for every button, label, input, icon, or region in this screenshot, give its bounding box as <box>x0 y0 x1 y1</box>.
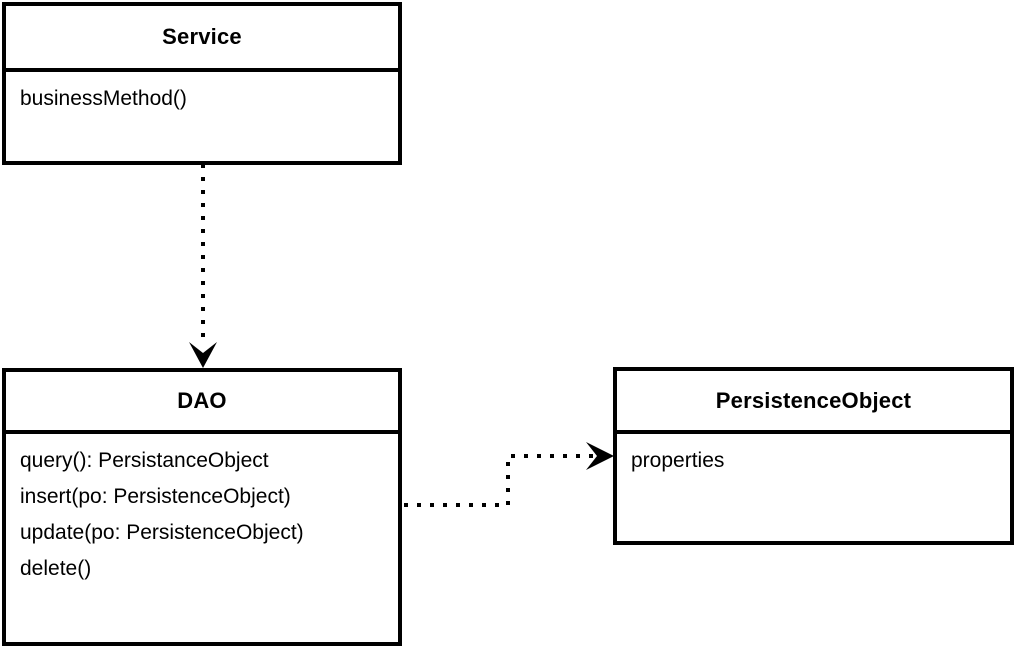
arrowhead-icon <box>586 442 614 470</box>
class-name-persistence-object: PersistenceObject <box>715 387 912 413</box>
class-member: delete() <box>20 557 92 580</box>
class-header-persistence-object: PersistenceObject <box>617 371 1010 434</box>
class-members-persistence-object: properties <box>617 434 1010 541</box>
class-member: update(po: PersistenceObject) <box>20 521 304 544</box>
class-header-service: Service <box>6 6 398 72</box>
class-name-service: Service <box>162 24 242 49</box>
class-member: businessMethod() <box>20 87 187 110</box>
class-box-service[interactable]: Service businessMethod() <box>2 2 402 165</box>
class-box-dao[interactable]: DAO query(): PersistanceObject insert(po… <box>2 368 402 646</box>
class-header-dao: DAO <box>6 372 398 434</box>
class-members-dao: query(): PersistanceObject insert(po: Pe… <box>6 434 398 642</box>
class-name-dao: DAO <box>177 388 227 413</box>
dependency-dashed-line <box>404 454 596 507</box>
class-box-persistence-object[interactable]: PersistenceObject properties <box>613 367 1014 545</box>
class-member: properties <box>631 449 725 472</box>
class-members-service: businessMethod() <box>6 72 398 161</box>
class-member: query(): PersistanceObject <box>20 449 269 472</box>
class-member: insert(po: PersistenceObject) <box>20 485 291 508</box>
connector-service-to-dao[interactable] <box>180 160 230 375</box>
connector-dao-to-persistence-object[interactable] <box>400 440 625 530</box>
arrowhead-icon <box>189 342 217 368</box>
